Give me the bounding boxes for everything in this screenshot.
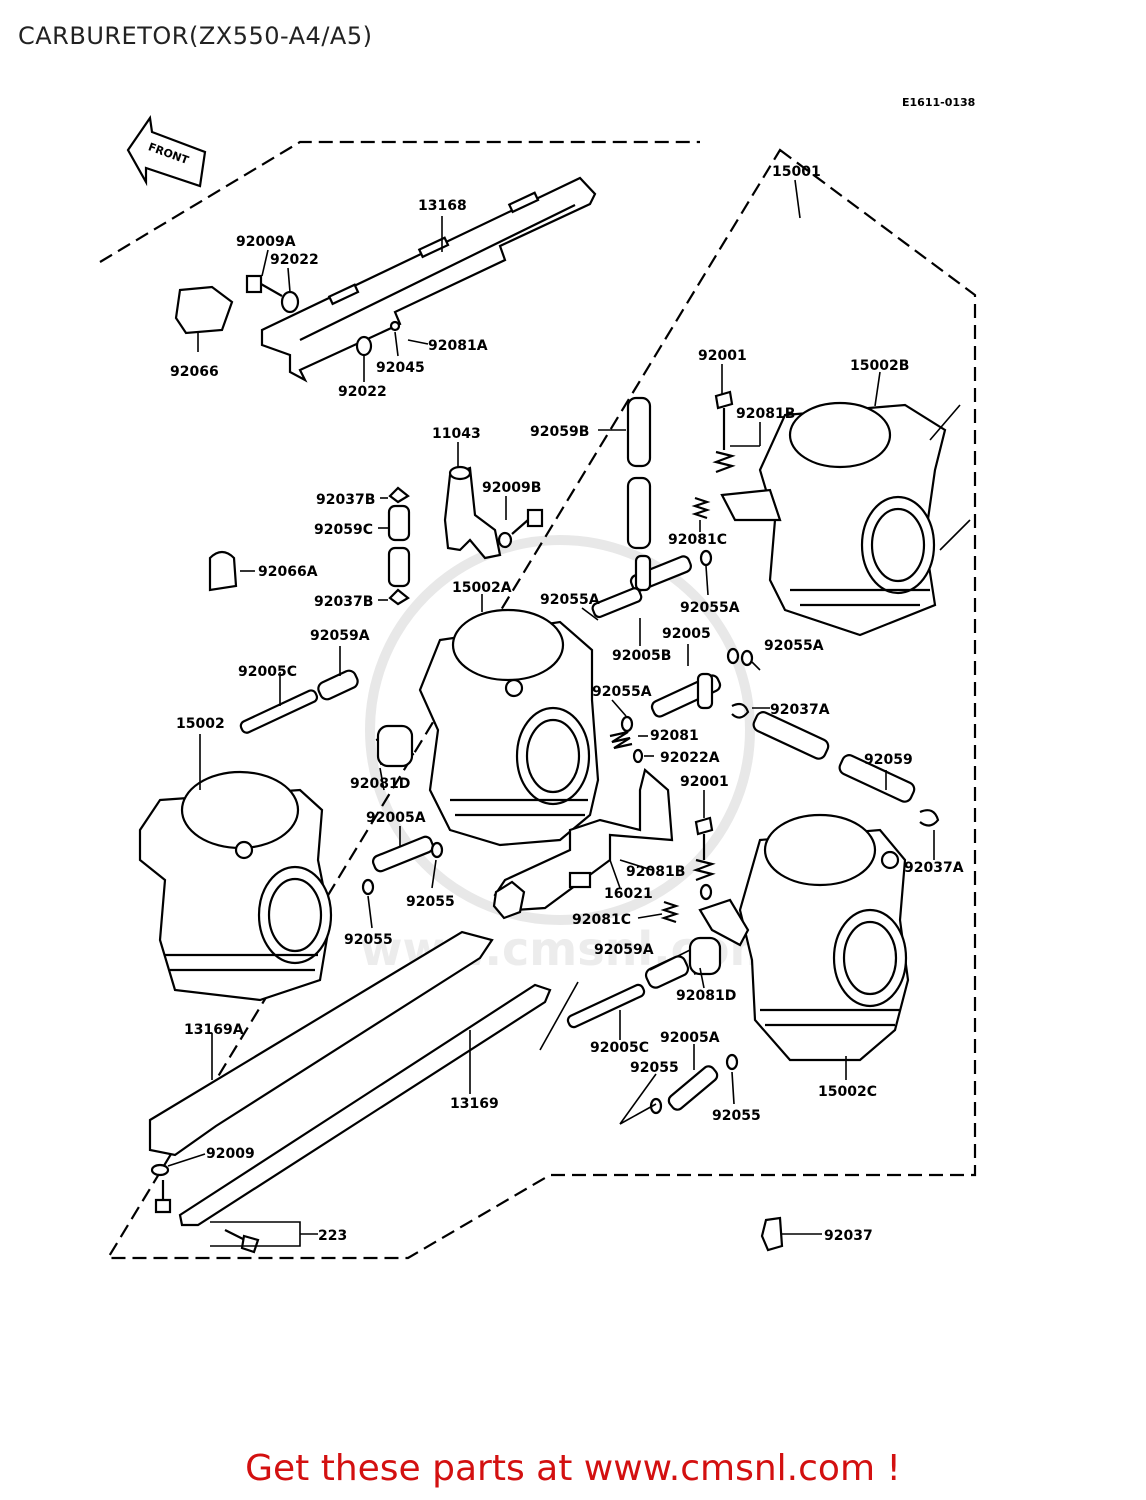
throttle-stop-screw-92001-b [692,816,716,901]
label-92005B: 92005B [612,648,671,664]
screw-92009B [497,508,544,549]
label-15002B: 15002B [850,358,909,374]
hose-92059 [752,711,916,803]
leader-lines [167,179,971,1247]
label-92037B-b: 92037B [314,594,373,610]
label-92081C-a: 92081C [668,532,727,548]
carburetor-15002 [138,770,333,1002]
front-arrow-icon: FRONT [126,115,207,188]
label-92005A-a: 92005A [366,810,426,826]
label-92059: 92059 [864,752,913,768]
label-15001: 15001 [772,164,821,180]
label-92066A: 92066A [258,564,318,580]
fitting-92005A-right [649,1053,739,1115]
label-92055A-d: 92055A [592,684,652,700]
bolt-92009A [245,274,300,314]
clip-92037 [760,1216,784,1252]
label-92037A-a: 92037A [770,702,830,718]
rail-13169 [178,983,552,1227]
label-92009B: 92009B [482,480,541,496]
label-11043: 11043 [432,426,481,442]
label-92055-b: 92055 [344,932,393,948]
label-92059B: 92059B [530,424,589,440]
label-13169: 13169 [450,1096,499,1112]
bracket-13168 [260,176,597,383]
label-92001-a: 92001 [698,348,747,364]
hose-92005C-top [239,669,359,734]
label-13169A: 13169A [184,1022,244,1038]
label-15002: 15002 [176,716,225,732]
label-92005C-b: 92005C [590,1040,649,1056]
label-92081A: 92081A [428,338,488,354]
plate-13169A [148,930,494,1157]
label-92081C-b: 92081C [572,912,631,928]
label-92005C-a: 92005C [238,664,297,680]
label-92055-a: 92055 [406,894,455,910]
label-92055A-a: 92055A [540,592,600,608]
label-92055-d: 92055 [712,1108,761,1124]
spring-92081C-b [660,900,680,924]
label-15002C: 15002C [818,1084,877,1100]
bracket-92081B [698,898,750,947]
screw-92009 [150,1163,172,1214]
label-92001-b: 92001 [680,774,729,790]
label-92066: 92066 [170,364,219,380]
label-92081B-a: 92081B [736,406,795,422]
diagram-code: E1611-0138 [902,96,975,109]
label-92081B-b: 92081B [626,864,685,880]
hose-92059B [626,396,652,550]
clip-92045 [389,320,401,332]
damper-92066 [174,285,234,335]
cta-link[interactable]: Get these parts at www.cmsnl.com ! [245,1448,901,1489]
carburetor-15002C [738,813,910,1062]
label-92037: 92037 [824,1228,873,1244]
part-labels: 15001 13168 92009A 92022 92066 92022 920… [170,164,964,1244]
label-13168: 13168 [418,198,467,214]
label-92081: 92081 [650,728,699,744]
label-92059A-a: 92059A [310,628,370,644]
label-92022A: 92022A [660,750,720,766]
screw-223 [224,1229,260,1254]
spring-92081C [691,496,711,520]
label-92005: 92005 [662,626,711,642]
label-92059A-b: 92059A [594,942,654,958]
label-92081D-a: 92081D [350,776,410,792]
fitting-92005A-left [361,835,444,896]
clip-92037A [731,702,750,719]
label-92059C: 92059C [314,522,373,538]
label-92009A: 92009A [236,234,296,250]
label-92055A-c: 92055A [764,638,824,654]
assembly-outline [99,140,977,1260]
bracket-11043 [443,466,502,560]
oring-92055A-b [699,549,713,567]
fitting-92005B [591,554,692,619]
hose-92059C [387,486,411,606]
clip-92037A-b [919,809,940,827]
label-92005A-b: 92005A [660,1030,720,1046]
washer-92022A [632,748,644,764]
label-92081D-b: 92081D [676,988,736,1004]
spring-92081 [609,730,633,750]
label-92009: 92009 [206,1146,255,1162]
label-92037A-b: 92037A [904,860,964,876]
label-92022-a: 92022 [270,252,319,268]
fitting-92005 [620,647,754,733]
carburetor-15002A [418,608,600,847]
bracket-16021 [492,767,674,920]
label-92055A-b: 92055A [680,600,740,616]
carburetor-15002B [720,401,947,637]
label-92037B-a: 92037B [316,492,375,508]
label-92055-c: 92055 [630,1060,679,1076]
cap-92066A [208,550,238,592]
label-92022-b: 92022 [338,384,387,400]
page-title: CARBURETOR(ZX550-A4/A5) [18,22,373,50]
hose-92005C-bottom [566,955,690,1029]
label-223: 223 [318,1228,347,1244]
label-92045: 92045 [376,360,425,376]
exploded-parts-diagram: www.cmsnl.com E1611-0138 FRONT [99,96,977,1260]
washer-92022 [355,335,373,357]
label-16021: 16021 [604,886,653,902]
throttle-stop-screw-92001 [712,390,736,474]
label-15002A: 15002A [452,580,512,596]
